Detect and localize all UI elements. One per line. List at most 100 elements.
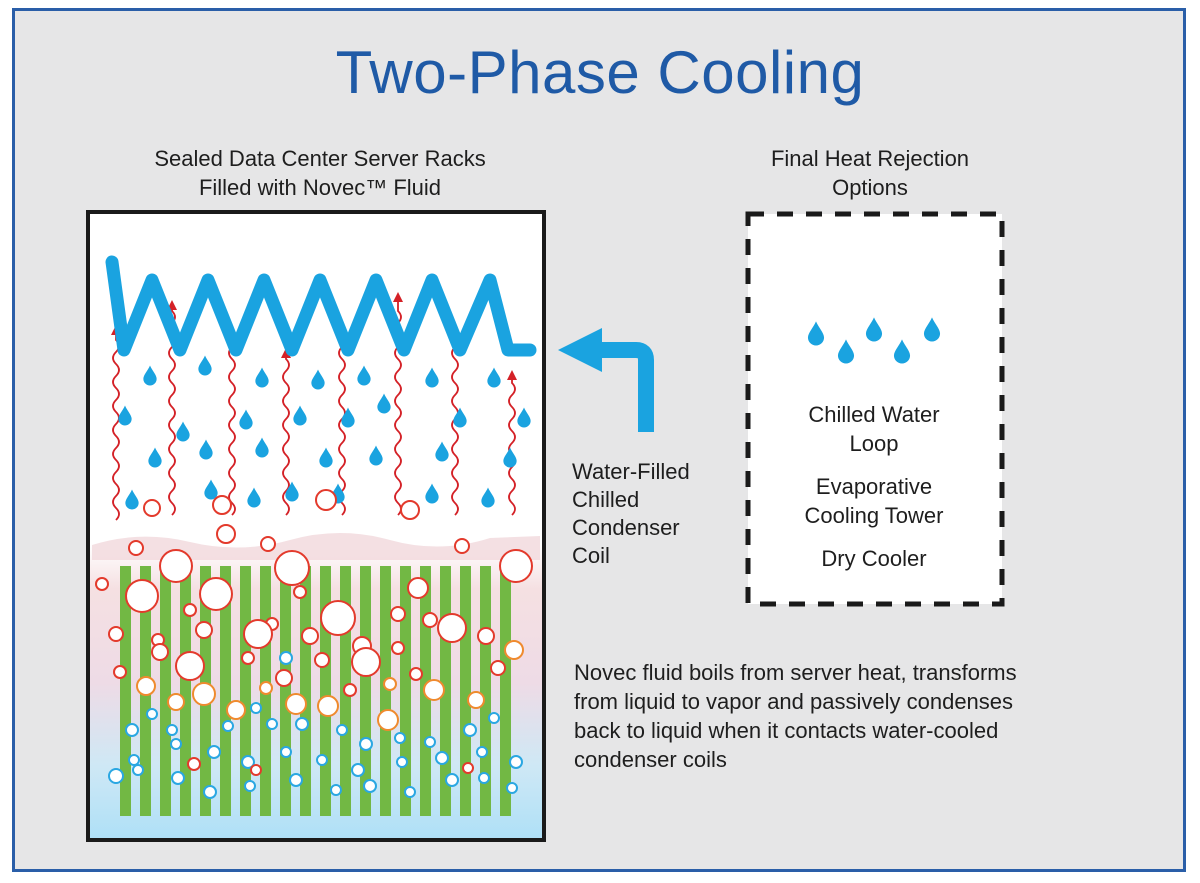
- condensation-drop: [425, 483, 439, 504]
- vapor-bubble: [343, 683, 357, 697]
- vapor-bubble: [377, 709, 399, 731]
- liquid-bubble: [146, 708, 158, 720]
- condensation-drop: [487, 367, 501, 388]
- vapor-bubble: [125, 579, 159, 613]
- return-water-arrowhead: [558, 328, 602, 372]
- water-drop-icons: [807, 317, 941, 364]
- option-dry-cooler: Dry Cooler: [747, 544, 1001, 573]
- server-board: [160, 566, 171, 816]
- heat-wave: [228, 333, 236, 516]
- coil-label-line4: Coil: [572, 543, 610, 568]
- liquid-bubble: [295, 717, 309, 731]
- water-drop-icon: [923, 317, 941, 342]
- liquid-bubble: [203, 785, 217, 799]
- liquid-bubble: [125, 723, 139, 737]
- liquid-surface: [92, 533, 540, 560]
- liquid-bubble: [396, 756, 408, 768]
- server-board: [240, 566, 251, 816]
- page-title: Two-Phase Cooling: [335, 39, 865, 106]
- vapor-bubble: [423, 679, 445, 701]
- liquid-bubble: [476, 746, 488, 758]
- liquid-bubble: [280, 746, 292, 758]
- liquid-bubble: [445, 773, 459, 787]
- heat-wave: [282, 356, 290, 516]
- liquid-bubble: [478, 772, 490, 784]
- vapor-bubble: [159, 549, 193, 583]
- vapor-bubble: [199, 577, 233, 611]
- vapor-bubble: [212, 495, 232, 515]
- vapor-bubble: [490, 660, 506, 676]
- liquid-bubble: [132, 764, 144, 776]
- liquid-bubble: [171, 771, 185, 785]
- condensation-drop: [377, 393, 391, 414]
- liquid-bubble: [424, 736, 436, 748]
- vapor-bubble: [400, 500, 420, 520]
- vapor-bubble: [462, 762, 474, 774]
- vapor-bubble: [175, 651, 205, 681]
- liquid-bubble: [128, 754, 140, 766]
- liquid-bubble: [506, 782, 518, 794]
- liquid-bubble: [359, 737, 373, 751]
- coil-label-line1: Water-Filled: [572, 459, 690, 484]
- condensation-drop: [204, 479, 218, 500]
- heat-rejection-options: Chilled Water Loop Evaporative Cooling T…: [747, 400, 1001, 587]
- liquid-bubble: [222, 720, 234, 732]
- option-line1: Evaporative: [815, 474, 933, 499]
- server-board: [180, 566, 191, 816]
- vapor-bubble: [437, 613, 467, 643]
- vapor-bubble: [183, 603, 197, 617]
- server-board: [320, 566, 331, 816]
- vapor-bubble: [260, 536, 276, 552]
- vapor-bubble: [391, 641, 405, 655]
- condensation-drop: [199, 439, 213, 460]
- condensation-drop: [453, 407, 467, 428]
- vapor-bubble: [226, 700, 246, 720]
- water-drop-icon: [893, 339, 911, 364]
- option-chilled-water-loop: Chilled Water Loop: [747, 400, 1001, 458]
- vapor-bubble: [351, 647, 381, 677]
- server-board: [280, 566, 291, 816]
- liquid-bubble: [207, 745, 221, 759]
- liquid-bubble: [108, 768, 124, 784]
- vapor-bubble: [504, 640, 524, 660]
- vapor-bubble: [108, 626, 124, 642]
- vapor-bubble: [422, 612, 438, 628]
- condensation-drop: [176, 421, 190, 442]
- vapor-bubble: [113, 665, 127, 679]
- liquid-bubble: [351, 763, 365, 777]
- water-drop-icon: [865, 317, 883, 342]
- vapor-bubble: [383, 677, 397, 691]
- heat-wave: [112, 333, 120, 521]
- heat-wave: [451, 333, 459, 516]
- water-drop-icon: [807, 321, 825, 346]
- vapor-bubble: [241, 651, 255, 665]
- liquid-bubble: [289, 773, 303, 787]
- vapor-bubble: [315, 489, 337, 511]
- condensation-drop: [369, 445, 383, 466]
- vapor-bubble: [499, 549, 533, 583]
- vapor-bubble: [390, 606, 406, 622]
- condensation-drop: [517, 407, 531, 428]
- vapor-bubble: [167, 693, 185, 711]
- condensation-drop: [425, 367, 439, 388]
- condensation-drop: [357, 365, 371, 386]
- heat-wave-arrowhead: [507, 370, 517, 380]
- vapor-bubble: [250, 764, 262, 776]
- process-description: Novec fluid boils from server heat, tran…: [574, 658, 1134, 774]
- condensation-drop: [247, 487, 261, 508]
- liquid-bubble: [435, 751, 449, 765]
- heat-rejection-box: [745, 211, 1005, 607]
- vapor-bubble: [317, 695, 339, 717]
- vapor-bubble: [243, 619, 273, 649]
- vapor-bubble: [467, 691, 485, 709]
- vapor-bubble: [477, 627, 495, 645]
- liquid-bubble: [394, 732, 406, 744]
- rack-caption-line1: Sealed Data Center Server Racks: [154, 146, 486, 171]
- vapor-bubble: [128, 540, 144, 556]
- liquid-bubble: [166, 724, 178, 736]
- liquid-bubble: [509, 755, 523, 769]
- condensation-drop: [481, 487, 495, 508]
- rejection-caption: Final Heat Rejection Options: [720, 144, 1020, 202]
- condensation-drop: [435, 441, 449, 462]
- liquid-bubble: [463, 723, 477, 737]
